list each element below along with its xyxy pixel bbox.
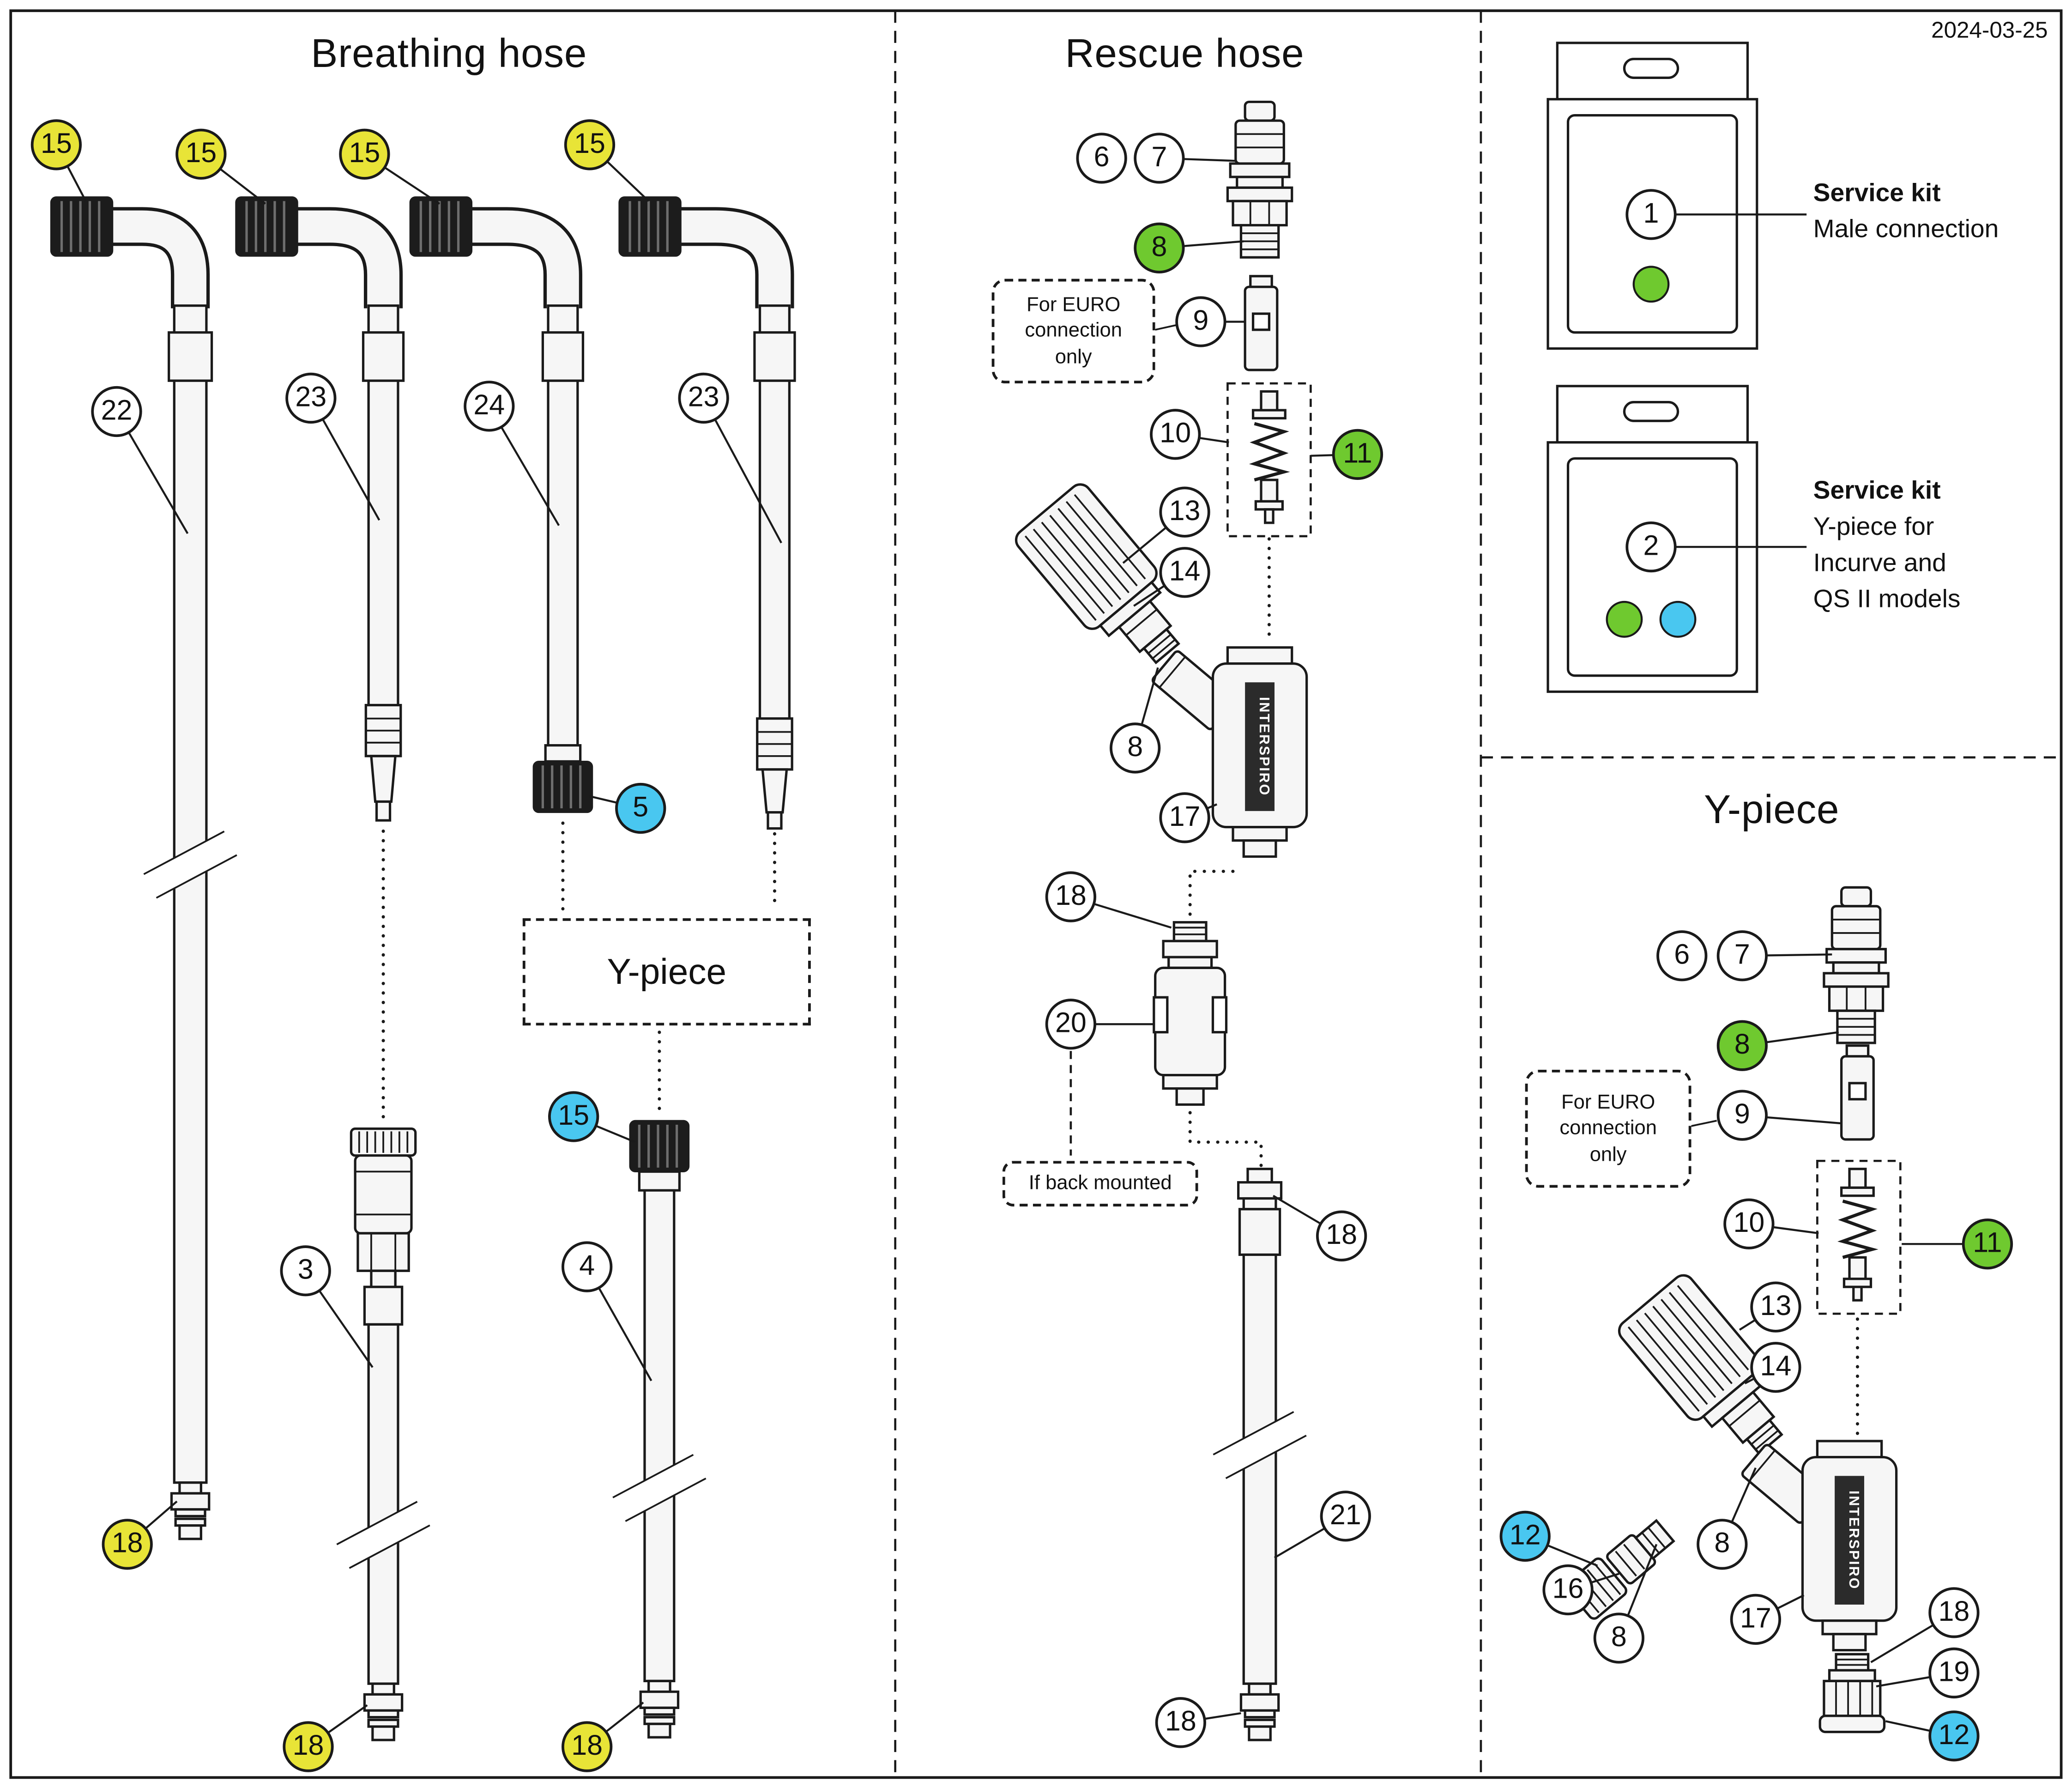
- callout-23: 23: [285, 372, 337, 424]
- kit2-green-dot: [1606, 600, 1643, 638]
- back-mounted-note: If back mounted: [1002, 1161, 1198, 1206]
- callout-19: 19: [1928, 1647, 1980, 1699]
- callout-11: 11: [1962, 1218, 2013, 1270]
- callout-11: 11: [1332, 429, 1383, 480]
- callout-1: 1: [1625, 189, 1677, 240]
- leader-line-23: [702, 397, 782, 544]
- kit2-cyan-dot: [1659, 600, 1697, 638]
- callout-15: 15: [564, 119, 616, 170]
- callout-18: 18: [562, 1721, 613, 1772]
- rescue-hose-21: [1212, 1168, 1307, 1740]
- callout-14: 14: [1159, 547, 1210, 598]
- kit2-name: Service kit: [1813, 477, 1941, 506]
- callout-18: 18: [1928, 1587, 1980, 1638]
- callout-17: 17: [1730, 1594, 1782, 1645]
- date-label: 2024-03-25: [1931, 17, 2048, 43]
- callout-10: 10: [1150, 409, 1201, 460]
- kit1-desc: Male connection: [1813, 216, 1999, 244]
- callout-17: 17: [1159, 792, 1210, 843]
- kit1-name: Service kit: [1813, 179, 1941, 208]
- callout-8: 8: [1716, 1020, 1768, 1071]
- callout-13: 13: [1159, 486, 1210, 538]
- hose-23b: [619, 197, 796, 911]
- breathing-hose-illustration: [51, 197, 796, 1740]
- callout-9: 9: [1716, 1090, 1768, 1141]
- callout-21: 21: [1320, 1491, 1371, 1542]
- callout-15: 15: [175, 128, 227, 180]
- kit1-green-dot: [1632, 266, 1670, 303]
- hose-22: [51, 197, 238, 1539]
- callout-20: 20: [1045, 999, 1096, 1050]
- callout-18: 18: [1316, 1210, 1367, 1261]
- callout-8: 8: [1697, 1519, 1748, 1570]
- callout-18: 18: [1155, 1697, 1206, 1748]
- coupling-3-hose: [336, 1127, 431, 1740]
- callout-18: 18: [1045, 871, 1096, 922]
- callout-12: 12: [1499, 1510, 1551, 1562]
- callout-9: 9: [1175, 296, 1226, 347]
- callout-12: 12: [1928, 1710, 1980, 1762]
- kit2-desc: Y-piece for Incurve and QS II models: [1813, 513, 1961, 614]
- callout-18: 18: [102, 1519, 153, 1570]
- y-piece-placeholder-box: Y-piece: [522, 918, 811, 1026]
- callout-5: 5: [615, 782, 666, 834]
- bottom-connector: [1818, 1653, 1886, 1733]
- callout-10: 10: [1723, 1198, 1775, 1249]
- callout-7: 7: [1134, 133, 1185, 184]
- callout-14: 14: [1750, 1342, 1801, 1393]
- kit1-text: Service kit Male connection: [1813, 177, 1999, 249]
- callout-8: 8: [1110, 722, 1161, 774]
- callout-22: 22: [91, 386, 142, 437]
- rescue-hose-title: Rescue hose: [1065, 32, 1305, 77]
- callout-15: 15: [339, 128, 390, 180]
- callout-24: 24: [464, 381, 515, 432]
- callout-6: 6: [1076, 133, 1127, 184]
- back-mount-adapter: [1153, 921, 1228, 1106]
- callout-13: 13: [1750, 1281, 1801, 1333]
- breathing-hose-title: Breathing hose: [311, 32, 587, 77]
- euro-note-rescue: For EURO connection only: [991, 279, 1155, 384]
- valve-dashed-box: [1816, 1159, 1902, 1315]
- hose-4-assembly: [612, 1030, 707, 1738]
- callout-8: 8: [1593, 1612, 1644, 1664]
- valve-dashed-box: [1226, 382, 1312, 538]
- kit2-text: Service kit Y-piece for Incurve and QS I…: [1813, 474, 1961, 619]
- callout-8: 8: [1134, 222, 1185, 274]
- callout-7: 7: [1716, 930, 1768, 982]
- hose-23a: [236, 197, 405, 1125]
- hose-24: [410, 197, 592, 913]
- callout-18: 18: [283, 1721, 334, 1772]
- callout-2: 2: [1625, 521, 1677, 573]
- callout-3: 3: [280, 1245, 331, 1297]
- callout-23: 23: [678, 372, 729, 424]
- callout-6: 6: [1656, 930, 1708, 982]
- euro-note-ypiece: For EURO connection only: [1525, 1069, 1691, 1188]
- y-piece-illustration: [1565, 887, 1902, 1733]
- callout-15: 15: [548, 1091, 599, 1142]
- page-frame: [9, 9, 2063, 1779]
- y-piece-title: Y-piece: [1704, 788, 1840, 833]
- callout-4: 4: [562, 1241, 613, 1292]
- callout-15: 15: [30, 119, 82, 170]
- callout-16: 16: [1542, 1564, 1594, 1616]
- rescue-hose-illustration: [1012, 102, 1312, 1740]
